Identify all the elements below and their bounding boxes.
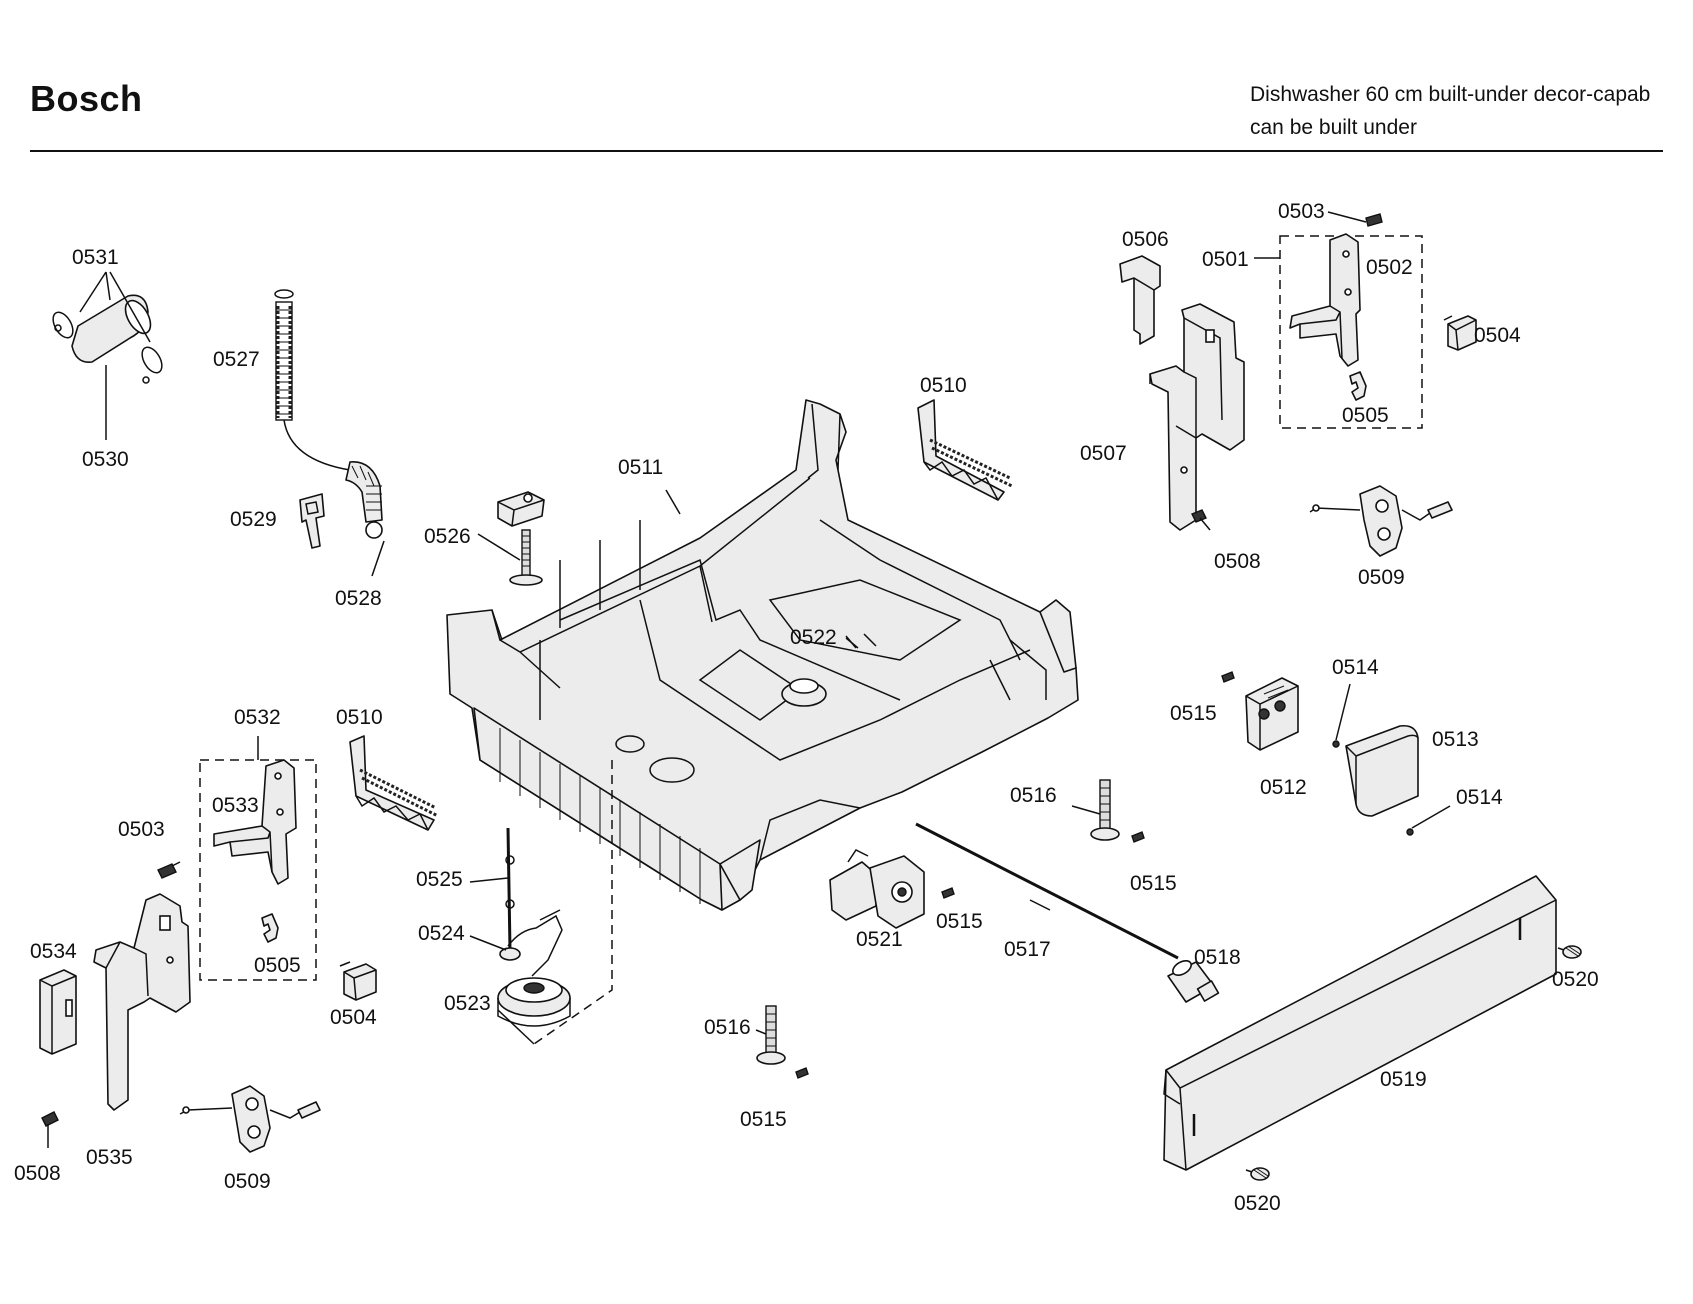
label-0509-lower: 0509 <box>224 1170 271 1193</box>
brand-title: Bosch <box>30 78 143 119</box>
label-0526: 0526 <box>424 525 471 548</box>
model-description-line-1: Dishwasher 60 cm built-under decor-capab <box>1250 83 1651 106</box>
label-0511: 0511 <box>618 456 663 479</box>
hose-sleeve-with-clamps[interactable] <box>49 294 166 384</box>
heater-bracket-lower[interactable] <box>349 735 439 831</box>
label-0504-lower: 0504 <box>330 1006 377 1029</box>
label-0529: 0529 <box>230 508 277 531</box>
model-description: Dishwasher 60 cm built-under decor-capab… <box>1250 78 1650 144</box>
float-switch-rod[interactable] <box>505 827 515 951</box>
pump-base[interactable] <box>497 977 571 1027</box>
rod-end-knob[interactable] <box>1167 958 1220 1003</box>
label-0535: 0535 <box>86 1146 133 1169</box>
label-0509-upper: 0509 <box>1358 566 1405 589</box>
label-0525: 0525 <box>416 868 463 891</box>
small-screw-0515-b[interactable] <box>1131 831 1145 843</box>
label-0502: 0502 <box>1366 256 1413 279</box>
small-screw-0514-upper[interactable] <box>1332 683 1351 748</box>
side-bracket-large[interactable] <box>1149 303 1245 531</box>
float-switch-lever[interactable] <box>499 909 563 977</box>
label-0505-lower: 0505 <box>254 954 301 977</box>
label-0522: 0522 <box>790 626 837 649</box>
small-screw-0514-lower[interactable] <box>1406 805 1451 836</box>
small-screw-0515-d[interactable] <box>795 1067 809 1079</box>
label-0519: 0519 <box>1380 1068 1427 1091</box>
inlet-valve-bracket[interactable] <box>1245 677 1299 751</box>
label-0506: 0506 <box>1122 228 1169 251</box>
label-0530: 0530 <box>82 448 129 471</box>
label-0514-upper: 0514 <box>1332 656 1379 679</box>
label-0518: 0518 <box>1194 946 1241 969</box>
hinge-bracket-upper[interactable] <box>1289 233 1361 367</box>
hinge-cap-upper[interactable] <box>1443 315 1477 351</box>
label-0520-bottom: 0520 <box>1234 1192 1281 1215</box>
label-0508-lower: 0508 <box>14 1162 61 1185</box>
label-0510-lower: 0510 <box>336 706 383 729</box>
screw-left[interactable] <box>157 861 181 879</box>
screw-lower-left[interactable] <box>41 1111 59 1148</box>
side-bracket-small[interactable] <box>1119 255 1161 345</box>
base-tub-assembly[interactable] <box>446 399 1079 911</box>
label-0528: 0528 <box>335 587 382 610</box>
side-bracket-left[interactable] <box>93 893 191 1111</box>
label-0504-upper: 0504 <box>1474 324 1521 347</box>
label-0534: 0534 <box>30 940 77 963</box>
label-0514-lower: 0514 <box>1456 786 1503 809</box>
label-0508-upper: 0508 <box>1214 550 1261 573</box>
header-divider <box>30 150 1663 152</box>
label-0515-mid: 0515 <box>1130 872 1177 895</box>
label-0515-right: 0515 <box>1170 702 1217 725</box>
drain-pump-motor[interactable] <box>829 849 925 929</box>
label-0501: 0501 <box>1202 248 1249 271</box>
label-0503-left: 0503 <box>118 818 165 841</box>
panel-screw-right[interactable] <box>1557 945 1582 959</box>
label-0520-right: 0520 <box>1552 968 1599 991</box>
screw-upper-right[interactable] <box>1191 509 1211 531</box>
label-0512: 0512 <box>1260 776 1307 799</box>
heater-bracket-upper[interactable] <box>917 399 1013 501</box>
hinge-spring-upper[interactable] <box>1309 485 1453 557</box>
hinge-clip-lower[interactable] <box>261 913 279 943</box>
side-trim-left[interactable] <box>39 969 77 1055</box>
hinge-bracket-lower[interactable] <box>213 759 297 885</box>
label-0533: 0533 <box>212 794 259 817</box>
label-0507: 0507 <box>1080 442 1127 465</box>
label-0532: 0532 <box>234 706 281 729</box>
model-description-line-2: can be built under <box>1250 116 1417 139</box>
label-0510-upper: 0510 <box>920 374 967 397</box>
leveling-foot-right[interactable] <box>1090 779 1120 841</box>
label-0515-pump: 0515 <box>936 910 983 933</box>
label-0521: 0521 <box>856 928 903 951</box>
rear-leveling-foot[interactable] <box>497 491 545 586</box>
label-0516-front: 0516 <box>704 1016 751 1039</box>
hinge-cap-lower[interactable] <box>339 961 377 1001</box>
connecting-rod[interactable] <box>915 822 1179 960</box>
small-screw-0515-a[interactable] <box>1221 671 1235 683</box>
inlet-cover[interactable] <box>1345 724 1419 817</box>
label-0517: 0517 <box>1004 938 1051 961</box>
label-0531: 0531 <box>72 246 119 269</box>
label-0513: 0513 <box>1432 728 1479 751</box>
label-0515-front: 0515 <box>740 1108 787 1131</box>
label-0527: 0527 <box>213 348 260 371</box>
label-0516-right: 0516 <box>1010 784 1057 807</box>
part-labels: 0531 0530 0527 0529 0528 0526 0511 0510 … <box>14 200 1599 1215</box>
leveling-foot-front[interactable] <box>756 1005 786 1065</box>
label-0523: 0523 <box>444 992 491 1015</box>
small-screw-0515-c[interactable] <box>941 887 955 899</box>
label-0505-upper: 0505 <box>1342 404 1389 427</box>
hinge-clip-upper[interactable] <box>1349 371 1367 401</box>
hinge-spring-lower[interactable] <box>179 1085 321 1153</box>
hose-clip[interactable] <box>299 493 325 549</box>
screw-top[interactable] <box>1327 211 1383 227</box>
label-0503-top: 0503 <box>1278 200 1325 223</box>
label-0524: 0524 <box>418 922 465 945</box>
kickplate-front-panel[interactable] <box>1163 875 1557 1171</box>
spiral-hose[interactable] <box>274 289 383 539</box>
panel-screw-bottom[interactable] <box>1245 1167 1270 1181</box>
